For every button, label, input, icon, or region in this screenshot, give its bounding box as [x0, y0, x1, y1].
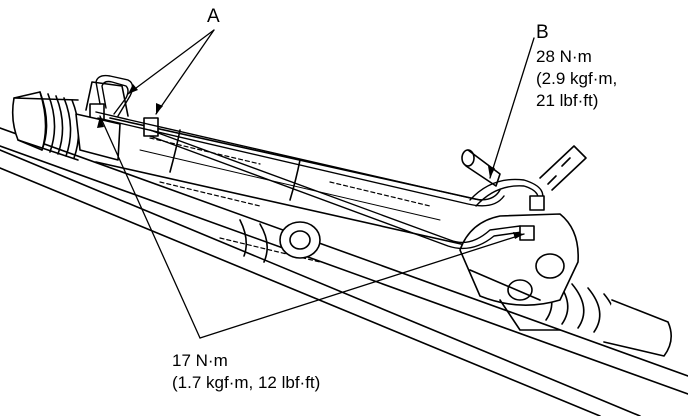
fitting-b-bolt	[461, 149, 501, 187]
center-mount-bushing	[239, 219, 321, 263]
crossmember-tube-lower	[0, 149, 641, 416]
fitting-b-nut	[529, 195, 545, 211]
leader-arrowheads	[97, 84, 524, 239]
pinion-shaft	[539, 145, 587, 191]
crossmember-tube-upper	[0, 127, 688, 395]
torque-b-kgfm: (2.9 kgf·m,	[536, 69, 618, 88]
valve-body	[459, 213, 579, 331]
left-bellows-boot	[11, 91, 80, 161]
torque-b-nm: 28 N·m	[536, 47, 592, 66]
housing-texture-lines	[149, 137, 431, 263]
fitting-lower-nut	[519, 225, 535, 241]
torque-bottom-alt: (1.7 kgf·m, 12 lbf·ft)	[172, 373, 321, 392]
torque-bottom-nm: 17 N·m	[172, 351, 228, 370]
label-b: B	[536, 22, 549, 43]
fitting-a-left	[75, 81, 159, 161]
hydraulic-lines	[95, 74, 544, 250]
leader-lines	[99, 29, 535, 339]
torque-b-lbfft: 21 lbf·ft)	[536, 91, 599, 110]
label-a: A	[207, 6, 220, 27]
